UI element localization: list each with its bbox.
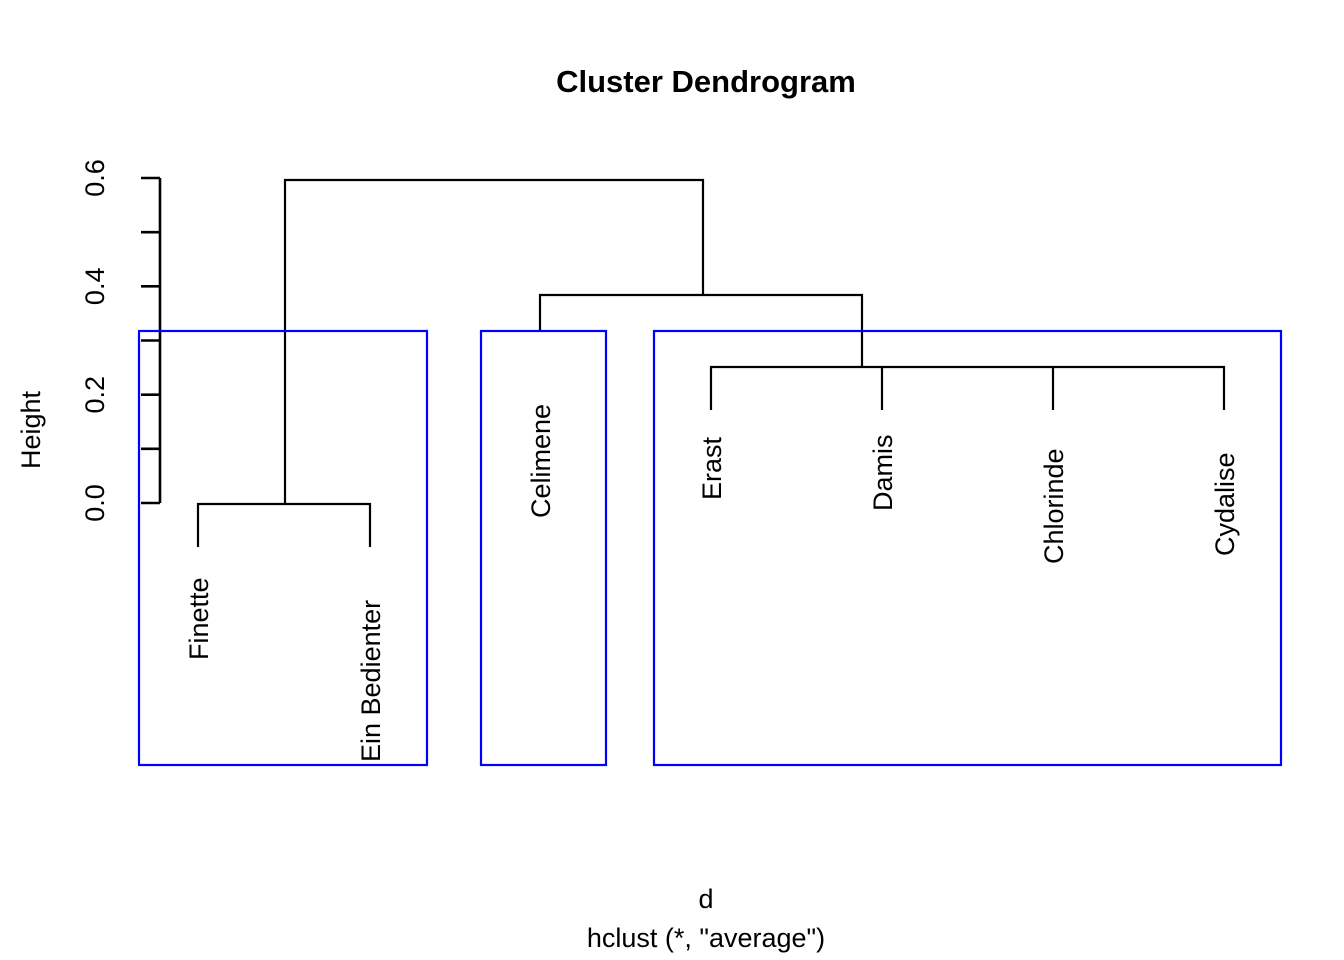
x-axis-caption-line2: hclust (*, "average") [587,923,825,953]
y-axis-label-0.4: 0.4 [80,268,110,306]
cluster-box-1 [137,329,429,767]
y-axis-title: Height [16,390,46,469]
x-axis-caption-line1: d [698,884,713,914]
leaf-label-chlorinde: Chlorinde [1039,448,1069,564]
merge-right-cluster-bar [709,365,1226,410]
page-title: Cluster Dendrogram [556,64,856,99]
leaf-label-celimene: Celimene [526,404,556,518]
cluster-box-2 [479,329,608,767]
y-axis-label-0.0: 0.0 [80,484,110,522]
y-axis-label-0.2: 0.2 [80,376,110,414]
merge-root [283,178,705,504]
y-axis-label-0.6: 0.6 [80,159,110,197]
cluster-rectangles [137,329,1283,767]
leaf-label-finette: Finette [184,577,214,660]
leaf-label-damis: Damis [868,434,898,511]
dendrogram-tree [196,178,1226,547]
leaf-label-erast: Erast [697,436,727,500]
cluster-box-3 [652,329,1283,767]
x-axis-caption: d hclust (*, "average") [587,884,825,953]
leaf-labels: Finette Ein Bedienter Celimene Erast Dam… [184,404,1240,762]
y-axis: 0.6 0.4 0.2 0.0 Height [16,159,162,522]
leaf-label-ein-bedienter: Ein Bedienter [356,600,386,762]
leaf-label-cydalise: Cydalise [1210,452,1240,556]
